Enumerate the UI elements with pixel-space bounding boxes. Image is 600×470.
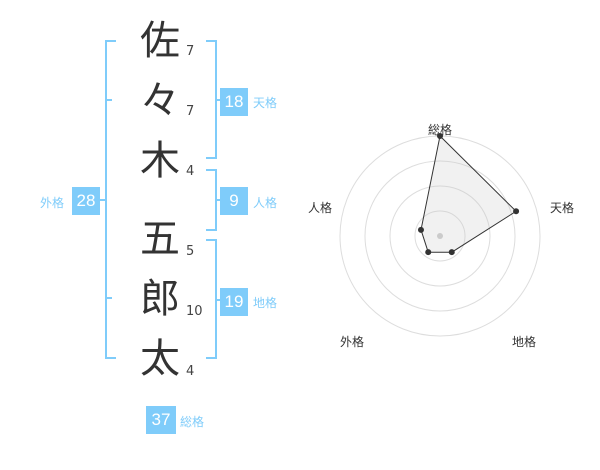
radar-label-gaikaku: 外格 (340, 335, 365, 349)
stroke-count-1: 7 (186, 44, 195, 59)
soukaku-label: 総格 (180, 415, 205, 429)
tenkaku-value: 18 (220, 88, 248, 116)
gaikaku-label: 外格 (40, 196, 65, 210)
soukaku-value: 37 (146, 406, 176, 434)
tenkaku-label: 天格 (253, 96, 278, 110)
name-char-6: 太 (140, 336, 180, 382)
radar-grid-ring (414, 210, 466, 262)
stroke-count-3: 4 (186, 164, 195, 179)
radar-point-4 (425, 249, 432, 256)
radar-point-2 (513, 208, 520, 215)
radar-grid-ring (364, 160, 516, 312)
radar-label-jinkaku: 人格 (308, 201, 333, 215)
stroke-count-5: 10 (186, 304, 203, 319)
radar-label-soukaku: 総格 (428, 123, 453, 137)
chikaku-value: 19 (220, 288, 248, 316)
name-char-4: 五 (140, 216, 180, 262)
gaikaku-value: 28 (72, 187, 100, 215)
radar-label-tenkaku: 天格 (550, 201, 575, 215)
jinkaku-label: 人格 (253, 196, 278, 210)
stroke-count-6: 4 (186, 364, 195, 379)
radar-point-5 (417, 226, 424, 233)
radar-point-1 (437, 133, 443, 139)
radar-point-3 (448, 249, 455, 256)
chikaku-label: 地格 (253, 296, 278, 310)
name-char-1: 佐 (140, 18, 180, 64)
stroke-count-4: 5 (186, 244, 195, 259)
radar-center-dot (437, 233, 443, 239)
name-char-5: 郎 (140, 276, 180, 322)
gaikaku-bracket (105, 40, 116, 359)
radar-chart (339, 133, 541, 337)
name-char-3: 木 (140, 138, 180, 184)
jinkaku-value: 9 (220, 187, 248, 215)
radar-grid-ring (389, 185, 491, 287)
stroke-count-2: 7 (186, 104, 195, 119)
radar-series-polygon (420, 134, 517, 253)
radar-label-chikaku: 地格 (512, 335, 537, 349)
name-char-2: 々 (140, 78, 180, 124)
